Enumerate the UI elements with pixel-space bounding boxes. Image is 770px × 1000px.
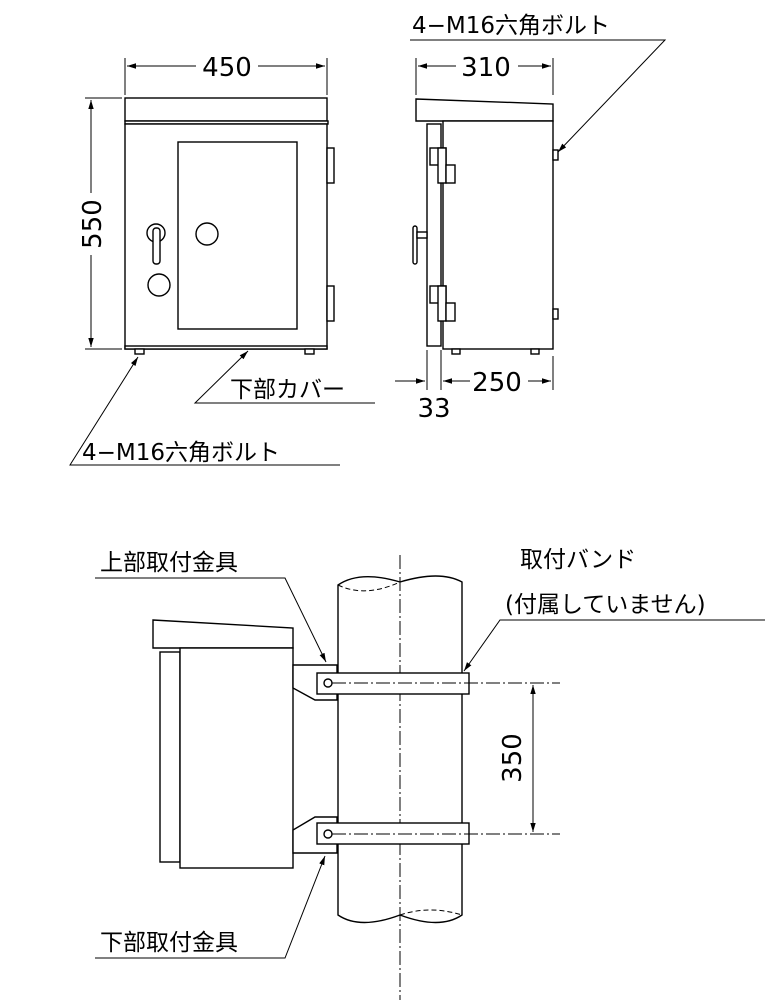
door-dim: 33 [417, 394, 450, 424]
front-view: 450 550 下部カバー 4−M16六角ボルト [69, 52, 375, 466]
top-cover [152, 619, 294, 649]
front-bolt-label: 4−M16六角ボルト [82, 440, 280, 466]
door [159, 651, 181, 863]
enclosure-body [179, 647, 294, 869]
bottom-cover-label: 下部カバー [230, 377, 345, 403]
spacing-dim: 350 [498, 733, 528, 783]
enclosure-body [442, 120, 554, 350]
hinge [326, 147, 335, 184]
side-bolt-label: 4−M16六角ボルト [412, 13, 610, 39]
keyhole [147, 273, 171, 297]
side-view: 310 4−M16六角ボルト 250 33 [395, 13, 667, 424]
bolt [134, 348, 145, 355]
band-note: (付属していません) [505, 592, 706, 618]
top-cover [124, 97, 328, 122]
width-dim: 450 [202, 53, 252, 83]
bolt [552, 149, 559, 161]
depth-dim: 310 [461, 53, 511, 83]
bolt [552, 308, 559, 320]
handle [412, 225, 418, 265]
hinge [326, 285, 335, 322]
band-label: 取付バンド [520, 547, 636, 573]
body-depth-dim: 250 [472, 368, 522, 398]
keyhole [195, 222, 219, 246]
height-dim: 550 [78, 199, 108, 249]
door-window [177, 141, 298, 330]
upper-bracket-label: 上部取付金具 [100, 550, 238, 576]
lower-bracket-label: 下部取付金具 [100, 930, 238, 956]
top-cover [415, 98, 554, 122]
pole-mount-view: 350 上部取付金具 下部取付金具 取付バンド (付属していません) [95, 547, 765, 1000]
bolt [304, 348, 315, 355]
